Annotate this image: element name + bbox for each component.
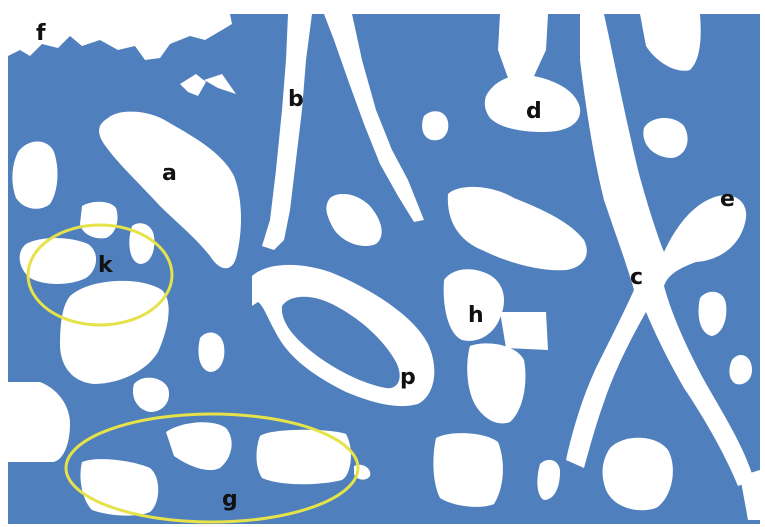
- label-h: h: [468, 303, 484, 328]
- label-f: f: [36, 21, 46, 46]
- shape-left-2: [80, 202, 118, 239]
- label-d: d: [526, 99, 542, 124]
- shape-bottom-3: [603, 438, 673, 511]
- shape-left-1: [12, 142, 57, 209]
- label-c: c: [630, 265, 643, 290]
- label-b: b: [288, 87, 304, 112]
- shape-h-notch: [500, 312, 548, 350]
- label-e: e: [720, 187, 735, 212]
- label-p: p: [400, 365, 416, 390]
- label-k: k: [98, 253, 114, 278]
- shape-bottom-1: [433, 433, 503, 507]
- label-g: g: [222, 487, 238, 512]
- shape-g-3: [257, 430, 351, 485]
- shape-g-1: [80, 459, 158, 516]
- shape-small-3: [422, 111, 448, 140]
- label-a: a: [162, 161, 177, 186]
